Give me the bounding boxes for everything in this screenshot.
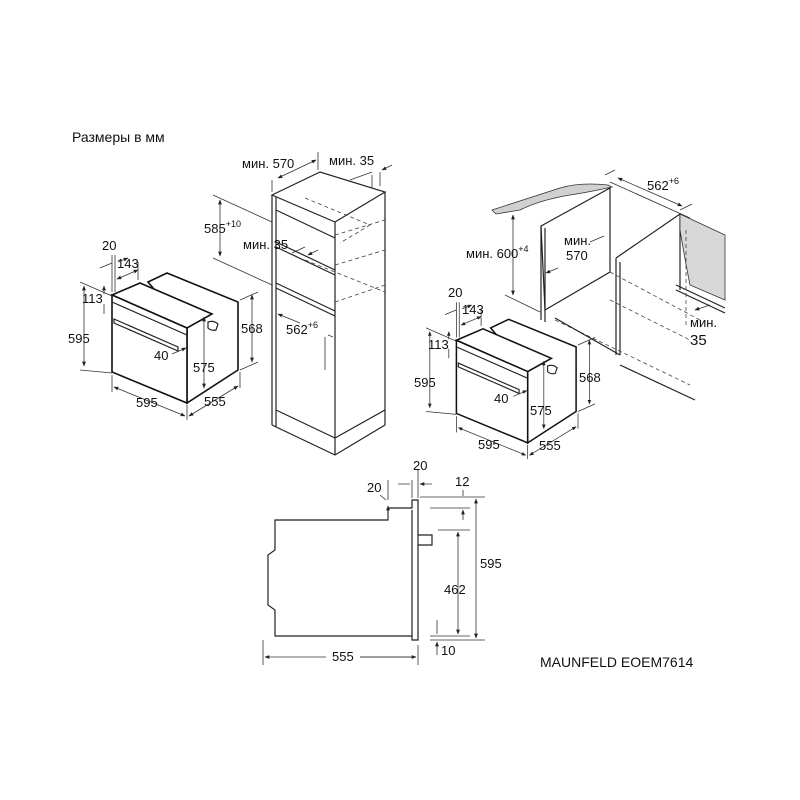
- dim-min-35-niche-value: 35: [690, 332, 707, 349]
- dim-568: 568: [241, 321, 263, 336]
- dim-min-35-mid: мин. 35: [243, 237, 288, 252]
- dim-570-niche: 570: [566, 248, 588, 263]
- side-dim-10: 10: [441, 643, 455, 658]
- dim-min-35-niche-label: мин.: [690, 315, 717, 330]
- dim-575-b: 575: [530, 403, 552, 418]
- dim-width-595-b: 595: [478, 437, 500, 452]
- dim-40: 40: [154, 348, 168, 363]
- dim-113-b: 113: [428, 337, 449, 352]
- dim-min-570: мин. 570: [242, 156, 294, 171]
- dim-min-600: мин. 600+4: [466, 244, 529, 261]
- dim-113: 113: [82, 291, 103, 306]
- side-dim-462: 462: [444, 582, 466, 597]
- side-dim-595: 595: [480, 556, 502, 571]
- dim-20-b: 20: [448, 285, 462, 300]
- dim-555-b: 555: [539, 438, 561, 453]
- dim-min-35-top: мин. 35: [329, 153, 374, 168]
- dim-562: 562+6: [286, 320, 318, 337]
- under-counter-niche: [491, 169, 726, 401]
- side-dim-12: 12: [455, 474, 469, 489]
- dim-height-595-b: 595: [414, 375, 436, 390]
- dim-143: 143: [117, 256, 139, 271]
- model-name: MAUNFELD EOEM7614: [540, 654, 693, 670]
- oven-isometric-left: [79, 255, 259, 420]
- dim-568-b: 568: [579, 370, 601, 385]
- side-dim-20-left: 20: [367, 480, 381, 495]
- dim-20: 20: [102, 238, 116, 253]
- dim-min-label: мин.: [564, 233, 591, 248]
- dim-575: 575: [193, 360, 215, 375]
- dim-40-b: 40: [494, 391, 508, 406]
- side-dim-20-top: 20: [413, 458, 427, 473]
- dim-555: 555: [204, 394, 226, 409]
- diagram-title: Размеры в мм: [72, 129, 165, 145]
- dim-143-b: 143: [462, 302, 484, 317]
- tall-cabinet: [212, 152, 393, 456]
- side-dim-555: 555: [332, 649, 354, 664]
- dim-width-595: 595: [136, 395, 158, 410]
- oven-side-view: [263, 470, 485, 665]
- dim-585: 585+10: [204, 219, 241, 236]
- dim-height-595: 595: [68, 331, 90, 346]
- dim-562-niche: 562+6: [647, 176, 679, 193]
